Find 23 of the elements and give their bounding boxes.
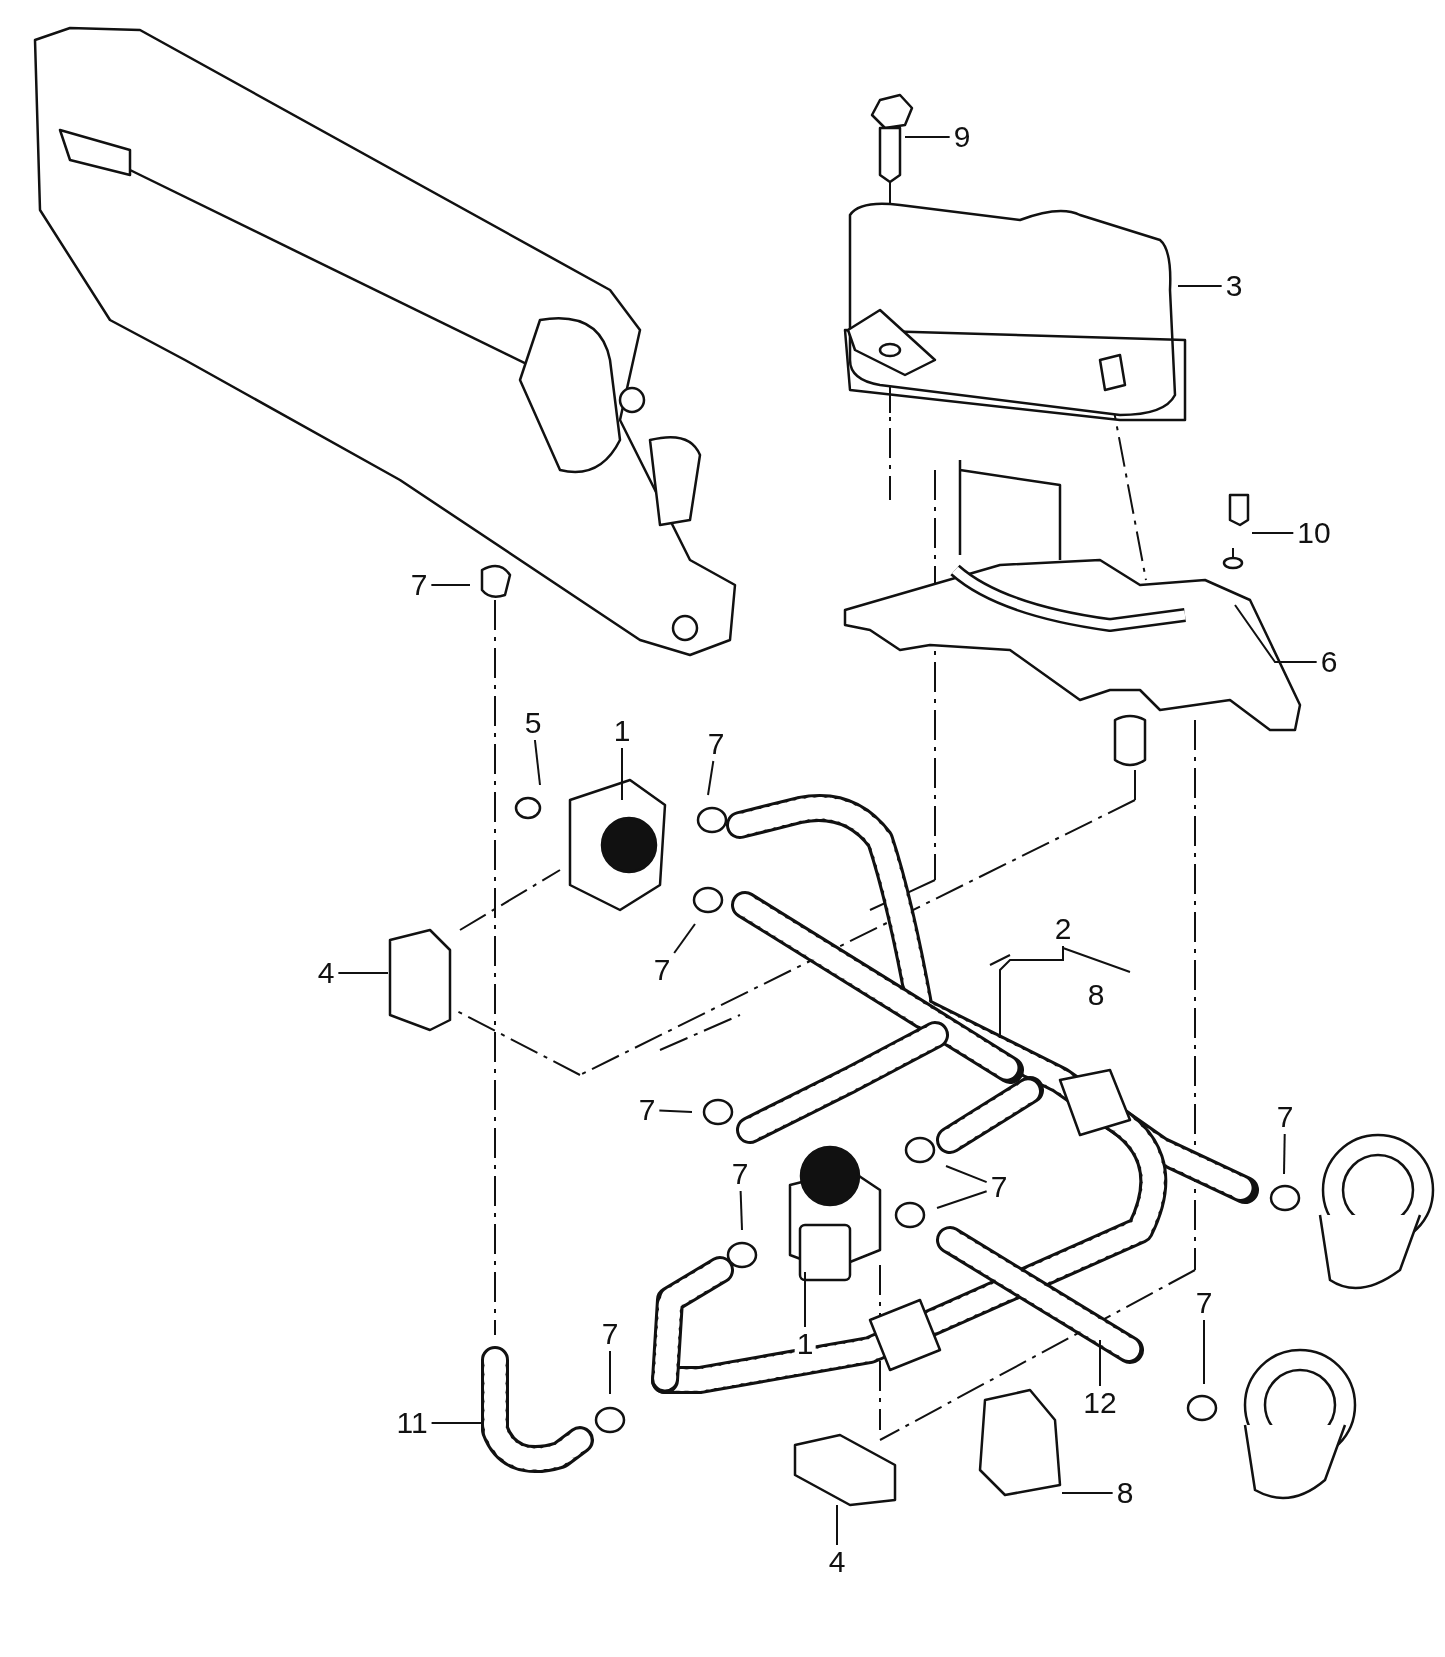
leader-line xyxy=(609,1350,611,1395)
leader-line xyxy=(739,1190,743,1231)
leader-line xyxy=(430,1422,483,1424)
leader-line xyxy=(621,747,623,801)
leader-line xyxy=(1283,1133,1286,1175)
leader-line xyxy=(707,760,715,796)
leader-line xyxy=(904,136,951,138)
leader-line xyxy=(936,1190,988,1209)
leader-line xyxy=(1061,1492,1114,1494)
leader-line xyxy=(999,945,1064,1036)
leader-line xyxy=(1203,1319,1205,1385)
leader-line xyxy=(1234,604,1318,663)
leader-line xyxy=(945,1165,988,1184)
leader-line xyxy=(337,972,389,974)
leader-line xyxy=(430,584,471,586)
leader-line xyxy=(836,1504,838,1546)
leader-line xyxy=(804,1271,806,1328)
leader-line xyxy=(673,923,696,954)
leader-line xyxy=(533,739,541,786)
leader-line xyxy=(1177,285,1223,287)
leader-line xyxy=(1099,1339,1101,1387)
leader-line xyxy=(658,1109,693,1113)
leader-line xyxy=(1251,532,1295,534)
